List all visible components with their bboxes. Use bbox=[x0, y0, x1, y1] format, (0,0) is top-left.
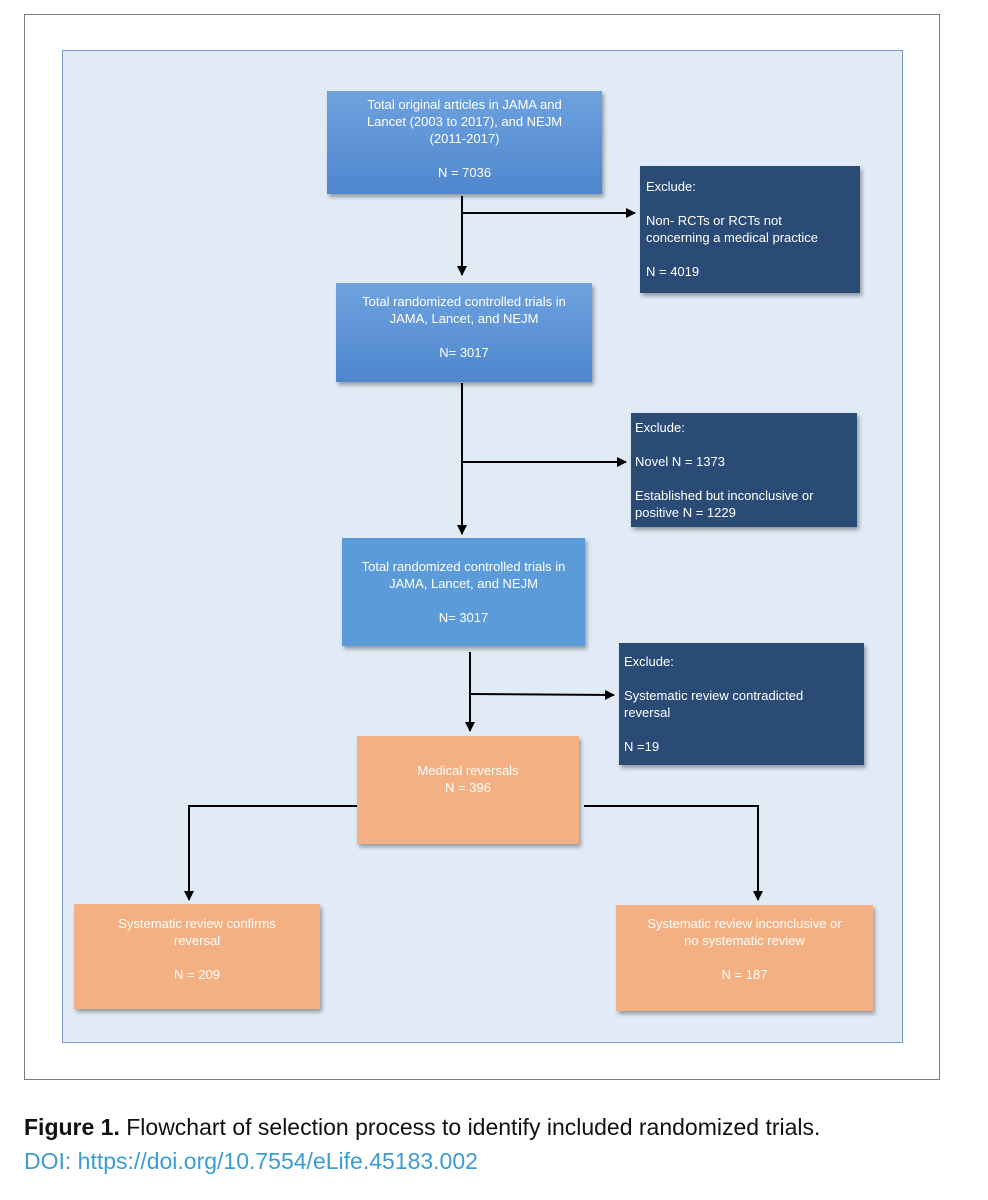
box-total-rcts-1: Total randomized controlled trials in JA… bbox=[336, 283, 592, 382]
box-confirms-line-2: reversal bbox=[173, 933, 221, 948]
box-exclude-2-line-1: Established but inconclusive or bbox=[635, 488, 814, 503]
box-confirms-n: N = 209 bbox=[174, 967, 220, 982]
box-total-articles: Total original articles in JAMA and Lanc… bbox=[327, 91, 602, 194]
box-total-rcts-1-line-2: JAMA, Lancet, and NEJM bbox=[389, 311, 539, 326]
caption-figure-label: Figure 1. bbox=[24, 1114, 120, 1140]
box-medical-reversals: Medical reversals N = 396 bbox=[357, 736, 579, 844]
box-exclude-2-line-2: positive N = 1229 bbox=[635, 505, 736, 520]
box-exclude-1-heading: Exclude: bbox=[646, 179, 696, 194]
box-total-rcts-2-n: N= 3017 bbox=[438, 610, 489, 625]
box-confirms-line-1: Systematic review confirms bbox=[118, 916, 276, 931]
box-total-articles-line-3: (2011-2017) bbox=[429, 131, 500, 146]
box-confirms-reversal: Systematic review confirms reversal N = … bbox=[74, 904, 320, 1009]
connector-reversals-to-confirms bbox=[184, 805, 357, 901]
box-exclude-1-line-2: concerning a medical practice bbox=[646, 230, 818, 245]
box-exclude-3-n: N =19 bbox=[624, 739, 660, 754]
box-medical-reversals-label: Medical reversals bbox=[417, 763, 519, 778]
box-inconclusive-line-2: no systematic review bbox=[684, 933, 805, 948]
box-total-rcts-2-line-1: Total randomized controlled trials in bbox=[361, 559, 566, 574]
box-exclude-3: Exclude: Systematic review contradicted … bbox=[619, 643, 864, 765]
figure-caption: Figure 1. Flowchart of selection process… bbox=[24, 1110, 964, 1178]
box-total-rcts-1-line-1: Total randomized controlled trials in bbox=[362, 294, 566, 309]
box-inconclusive: Systematic review inconclusive or no sys… bbox=[616, 905, 873, 1011]
box-exclude-3-line-2: reversal bbox=[624, 705, 671, 720]
connector-to-exclude-3 bbox=[469, 689, 615, 700]
box-total-articles-line-2: Lancet (2003 to 2017), and NEJM bbox=[366, 114, 563, 129]
box-exclude-1-n: N = 4019 bbox=[646, 264, 700, 279]
box-inconclusive-n: N = 187 bbox=[721, 967, 768, 982]
box-exclude-3-line-1: Systematic review contradicted bbox=[624, 688, 804, 703]
box-total-rcts-2-line-2: JAMA, Lancet, and NEJM bbox=[389, 576, 538, 591]
box-medical-reversals-n: N = 396 bbox=[445, 780, 491, 795]
box-exclude-2-heading: Exclude: bbox=[635, 420, 685, 435]
connector-reversals-to-inconclusive bbox=[584, 805, 763, 901]
box-total-rcts-2: Total randomized controlled trials in JA… bbox=[342, 538, 585, 646]
box-inconclusive-line-1: Systematic review inconclusive or bbox=[647, 916, 842, 931]
caption-text: Flowchart of selection process to identi… bbox=[119, 1114, 821, 1140]
box-exclude-3-heading: Exclude: bbox=[624, 654, 674, 669]
box-exclude-2-novel: Novel N = 1373 bbox=[635, 454, 725, 469]
caption-doi-link[interactable]: DOI: https://doi.org/10.7554/eLife.45183… bbox=[24, 1148, 478, 1174]
box-total-articles-n: N = 7036 bbox=[437, 165, 492, 180]
box-exclude-1-line-1: Non- RCTs or RCTs not bbox=[646, 213, 782, 228]
box-total-rcts-1-n: N= 3017 bbox=[439, 345, 489, 360]
box-exclude-2: Exclude: Novel N = 1373 Established but … bbox=[631, 413, 857, 527]
box-total-articles-line-1: Total original articles in JAMA and bbox=[367, 97, 562, 112]
box-exclude-1: Exclude: Non- RCTs or RCTs not concernin… bbox=[640, 166, 860, 293]
